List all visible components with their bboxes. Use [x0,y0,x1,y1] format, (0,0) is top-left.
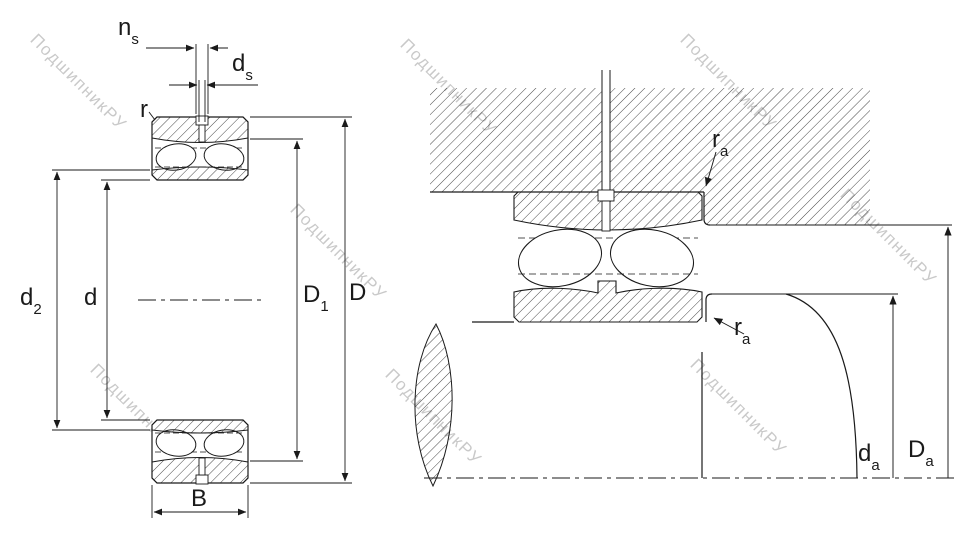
label-Da: Da [908,436,934,469]
inner-ring-section [151,419,249,434]
shaft-section [414,293,898,488]
left-bearing-section-view [52,44,352,518]
shaft-shoulder-fillet [705,293,713,322]
label-ns-sub: s [131,30,139,48]
label-ra-top-base: r [712,126,720,153]
label-d: d [84,284,98,311]
right-mounting-view [414,70,958,488]
lubrication-groove [597,189,615,202]
label-da-base: d [858,440,872,467]
label-d2-sub: 2 [33,300,42,318]
label-ra-bottom-base: r [734,314,742,341]
label-ds: ds [232,50,253,83]
label-B: B [191,485,208,512]
label-ns: ns [118,14,139,47]
lubrication-groove [195,115,209,126]
label-D1-sub: 1 [320,297,329,315]
label-Da-sub: a [925,452,934,470]
label-Da-base: D [908,436,926,463]
inner-ring-section [151,166,249,181]
label-D: D [349,279,367,306]
roller [517,228,603,288]
top-ring-block [151,115,249,181]
leader-arrow-ra-bottom [713,317,745,335]
lubrication-hole [198,124,206,143]
lubrication-hole [198,457,206,476]
label-ds-sub: s [245,66,253,84]
label-da-sub: a [871,456,880,474]
leader-arrow-ra-top [704,151,717,187]
mounted-bearing-section [513,189,703,323]
right-view-dimensions [704,151,952,478]
label-ra-top: ra [712,126,728,159]
label-d2-base: d [20,284,34,311]
label-D1: D1 [303,281,329,314]
label-ra-top-sub: a [720,142,729,160]
label-ds-base: d [232,50,246,77]
roller [609,228,695,288]
label-r: r [140,96,148,123]
label-ra-bottom-sub: a [742,330,751,348]
oil-duct [602,70,610,192]
label-ra-bottom: ra [734,314,750,347]
housing-shoulder-face [703,192,711,226]
shaft-break-section [414,323,453,488]
leader-line-r [148,111,156,121]
lubrication-groove [195,474,209,485]
bottom-ring-block [151,419,249,485]
label-ns-base: n [118,14,132,41]
inner-ring-section [513,280,703,323]
label-D1-base: D [303,281,321,308]
shaft-contour-curve [785,293,858,479]
label-d2: d2 [20,284,42,317]
label-da: da [858,440,880,473]
left-view-dimensions [52,44,352,518]
lubrication-hole [601,200,611,232]
